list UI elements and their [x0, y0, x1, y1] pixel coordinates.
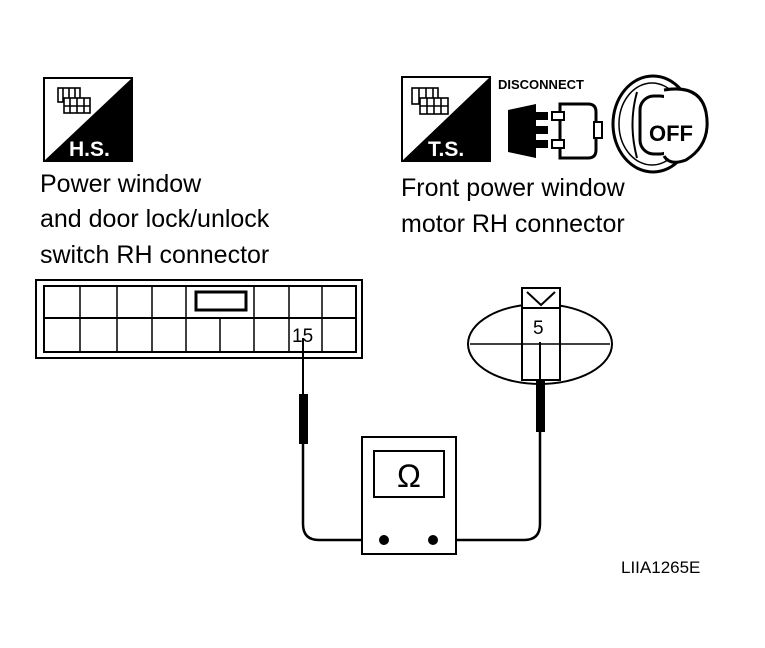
ohmmeter-icon [361, 436, 457, 555]
disconnect-label: DISCONNECT [498, 77, 584, 92]
test-lead-right [433, 342, 545, 542]
harness-connector-icon [57, 87, 91, 114]
hs-badge-text: H.S. [69, 138, 110, 161]
ohm-symbol: Ω [397, 458, 421, 494]
hs-label-line-2: and door lock/unlock [40, 205, 270, 233]
ts-badge-text: T.S. [428, 138, 464, 161]
ts-connector-label: Front power window motor RH connector [401, 174, 626, 238]
motor-terminal-number: 5 [533, 318, 544, 339]
ts-badge: T.S. [401, 76, 491, 162]
ts-label-line-1: Front power window [401, 174, 626, 202]
terminal-connector-icon [411, 87, 449, 115]
ignition-off-label: OFF [649, 121, 693, 146]
hs-label-line-3: switch RH connector [40, 241, 269, 269]
ts-label-line-2: motor RH connector [401, 210, 625, 238]
switch-connector [35, 279, 363, 359]
switch-terminal-number: 15 [292, 326, 313, 347]
hs-badge: H.S. [43, 77, 133, 162]
hs-label-line-1: Power window [40, 170, 202, 198]
ignition-off-icon: OFF [611, 74, 709, 174]
test-lead-left [299, 338, 384, 542]
hs-connector-label: Power window and door lock/unlock switch… [40, 170, 270, 269]
figure-code: LIIA1265E [621, 558, 700, 577]
disconnect-icon: DISCONNECT [498, 77, 603, 160]
